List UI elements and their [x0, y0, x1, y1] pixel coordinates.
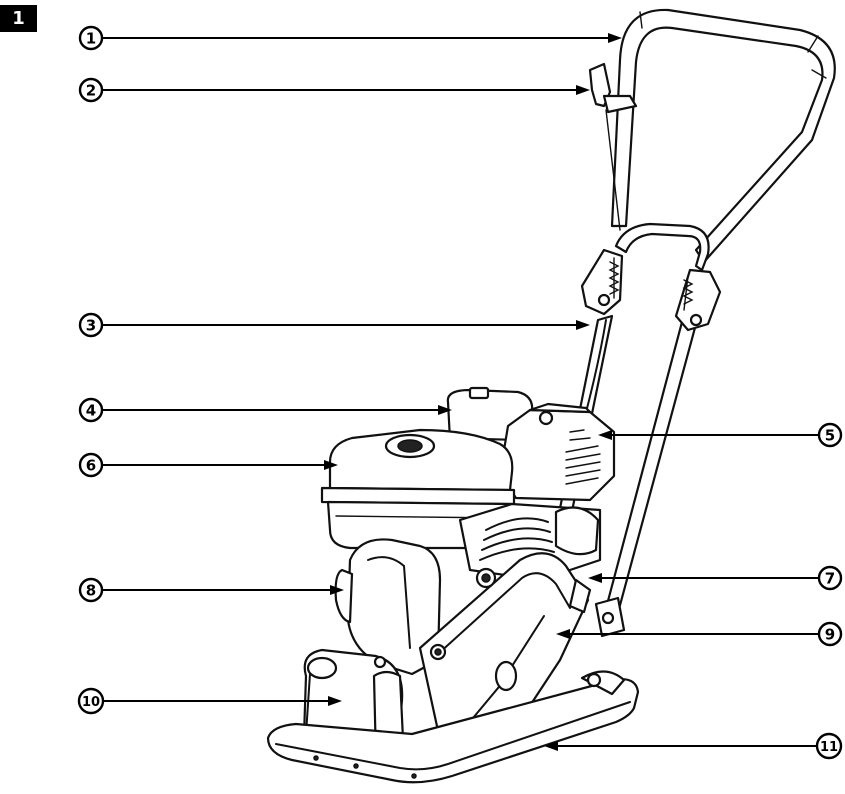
callout-6: 6: [78, 452, 104, 478]
callout-1: 1: [78, 25, 104, 51]
leader-lines: [103, 33, 818, 751]
plate-compactor-illustration: [266, 8, 836, 784]
engine-block: [458, 502, 602, 582]
callout-8-label: 8: [86, 582, 96, 600]
callout-3: 3: [78, 312, 104, 338]
callouts: 1 2 3 4 5 6 7 8 9 10 11: [77, 25, 843, 760]
callout-7: 7: [817, 565, 843, 591]
callout-6-label: 6: [86, 457, 96, 475]
handle-bar: [610, 8, 836, 264]
leader-line-8: [103, 585, 344, 595]
leader-line-10: [103, 696, 342, 706]
callout-1-label: 1: [86, 30, 96, 48]
callout-8: 8: [78, 577, 104, 603]
callout-11: 11: [815, 732, 843, 760]
callout-2: 2: [78, 77, 104, 103]
callout-10-label: 10: [82, 695, 100, 710]
callout-5: 5: [817, 422, 843, 448]
leader-line-11: [544, 741, 816, 751]
leader-line-4: [103, 405, 452, 415]
callout-5-label: 5: [825, 427, 835, 445]
leader-line-3: [103, 320, 590, 330]
callout-2-label: 2: [86, 82, 96, 100]
callout-4-label: 4: [86, 402, 96, 420]
leader-line-9: [556, 629, 818, 639]
callout-7-label: 7: [825, 570, 835, 588]
leader-line-2: [103, 85, 590, 95]
leader-line-1: [103, 33, 622, 43]
leader-line-6: [103, 460, 338, 470]
callout-9-label: 9: [825, 626, 835, 644]
callout-10: 10: [77, 687, 105, 715]
figure-number-badge: 1: [0, 5, 37, 32]
callout-3-label: 3: [86, 317, 96, 335]
engine-shroud: [498, 402, 616, 502]
callout-4: 4: [78, 397, 104, 423]
vibration-exciter-cover: [418, 552, 626, 756]
leader-line-7: [588, 573, 818, 583]
callout-9: 9: [817, 621, 843, 647]
callout-11-label: 11: [820, 740, 838, 755]
throttle-lever: [588, 62, 638, 231]
belt-guard: [334, 538, 442, 676]
base-plate: [266, 670, 640, 784]
leader-line-5: [598, 430, 818, 440]
